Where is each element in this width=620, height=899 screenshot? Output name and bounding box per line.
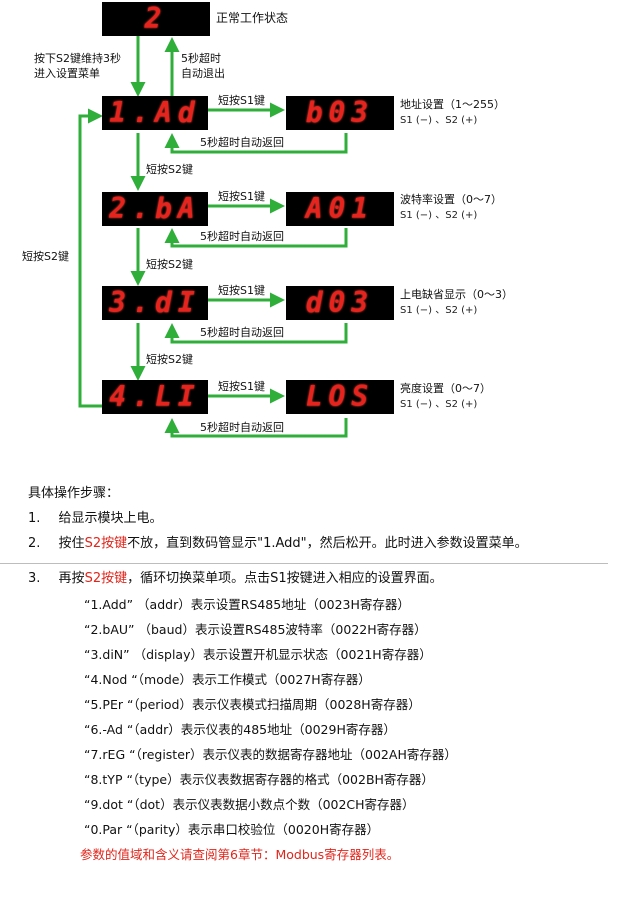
timeout-label-1: 5秒超时 — [181, 52, 221, 65]
setting-keys-2: S1 (−) 、S2 (+) — [400, 210, 478, 221]
flow-arrows — [78, 36, 348, 438]
steps-heading: 具体操作步骤： — [28, 486, 120, 501]
menu-item-8: “8.tYP “（type）表示仪表数据寄存器的格式（002BH寄存器） — [84, 772, 434, 787]
step-3-post: ，循环切换菜单项。点击S1按键进入相应的设置界面。 — [127, 571, 443, 586]
menu-led-3: 3.dI — [102, 286, 208, 320]
value-led-1: b03 — [286, 96, 394, 130]
enter-menu-label-2: 进入设置菜单 — [34, 67, 100, 80]
menu-item-2: “2.bAU” （baud）表示设置RS485波特率（0022H寄存器） — [84, 622, 427, 637]
enter-menu-label-1: 按下S2键维持3秒 — [34, 52, 121, 65]
step-2-pre: 按住 — [58, 536, 85, 551]
down-s2-label-1: 短按S2键 — [146, 163, 193, 176]
auto-return-label-1: 5秒超时自动返回 — [200, 136, 284, 149]
menu-item-10: “0.Par “（parity）表示串口校验位（0020H寄存器） — [84, 822, 380, 837]
setting-desc-1: 地址设置（1～255） — [400, 98, 505, 111]
step-2-number: 2. — [28, 536, 41, 551]
menu-item-5: “5.PEr “（period）表示仪表模式扫描周期（0028H寄存器） — [84, 697, 421, 712]
auto-return-label-4: 5秒超时自动返回 — [200, 421, 284, 434]
return-arrow-2 — [164, 228, 348, 248]
setting-keys-3: S1 (−) 、S2 (+) — [400, 305, 478, 316]
s1-label-1: 短按S1键 — [218, 94, 265, 107]
auto-return-label-3: 5秒超时自动返回 — [200, 326, 284, 339]
menu-item-3: “3.diN” （display）表示设置开机显示状态（0021H寄存器） — [84, 647, 432, 662]
down-s2-label-3: 短按S2键 — [146, 353, 193, 366]
section-divider — [0, 563, 608, 564]
loop-back-arrow — [78, 108, 104, 408]
return-arrow-3 — [164, 323, 348, 344]
step-3-number: 3. — [28, 571, 41, 586]
setting-keys-1: S1 (−) 、S2 (+) — [400, 115, 478, 126]
return-arrow-1 — [164, 133, 348, 154]
setting-desc-2: 波特率设置（0～7） — [400, 193, 502, 206]
step-2-key: S2按键 — [84, 536, 128, 551]
footer-note: 参数的值域和含义请查阅第6章节：Modbus寄存器列表。 — [80, 847, 400, 862]
setting-desc-3: 上电缺省显示（0～3） — [400, 288, 513, 301]
loop-s2-label: 短按S2键 — [22, 250, 69, 263]
normal-state-label: 正常工作状态 — [216, 11, 289, 25]
step-2: 2. 按住S2按键不放，直到数码管显示"1.Add"，然后松开。此时进入参数设置… — [28, 535, 528, 553]
menu-led-2: 2.bA — [102, 192, 208, 226]
step-3-pre: 再按 — [58, 571, 85, 586]
menu-item-1: “1.Add” （addr）表示设置RS485地址（0023H寄存器） — [84, 597, 410, 612]
down-s2-label-2: 短按S2键 — [146, 258, 193, 271]
step-3-key: S2按键 — [84, 571, 128, 586]
s1-label-2: 短按S1键 — [218, 190, 265, 203]
value-led-4: LOS — [286, 380, 394, 414]
setting-desc-4: 亮度设置（0～7） — [400, 382, 491, 395]
menu-led-4: 4.LI — [102, 380, 208, 414]
step-2-post: 不放，直到数码管显示"1.Add"，然后松开。此时进入参数设置菜单。 — [127, 536, 528, 551]
step-1-text: 给显示模块上电。 — [58, 511, 163, 526]
menu-item-4: “4.Nod “（mode）表示工作模式（0027H寄存器） — [84, 672, 371, 687]
setting-keys-4: S1 (−) 、S2 (+) — [400, 399, 478, 410]
return-arrow-4 — [164, 418, 348, 438]
menu-item-6: “6.-Ad “（addr）表示仪表的485地址（0029H寄存器） — [84, 722, 396, 737]
s1-label-3: 短按S1键 — [218, 284, 265, 297]
step-1-number: 1. — [28, 511, 41, 526]
step-3: 3. 再按S2按键，循环切换菜单项。点击S1按键进入相应的设置界面。 — [28, 570, 443, 588]
step-1: 1. 给显示模块上电。 — [28, 510, 163, 528]
menu-item-7: “7.rEG “（register）表示仪表的数据寄存器地址（002AH寄存器） — [84, 747, 457, 762]
value-led-2: A01 — [286, 192, 394, 226]
timeout-label-2: 自动退出 — [181, 67, 225, 80]
top-led-display: 2 — [102, 2, 210, 36]
menu-led-1: 1.Ad — [102, 96, 208, 130]
menu-item-9: “9.dot “（dot）表示仪表数据小数点个数（002CH寄存器） — [84, 797, 415, 812]
s1-label-4: 短按S1键 — [218, 380, 265, 393]
value-led-3: d03 — [286, 286, 394, 320]
auto-return-label-2: 5秒超时自动返回 — [200, 230, 284, 243]
